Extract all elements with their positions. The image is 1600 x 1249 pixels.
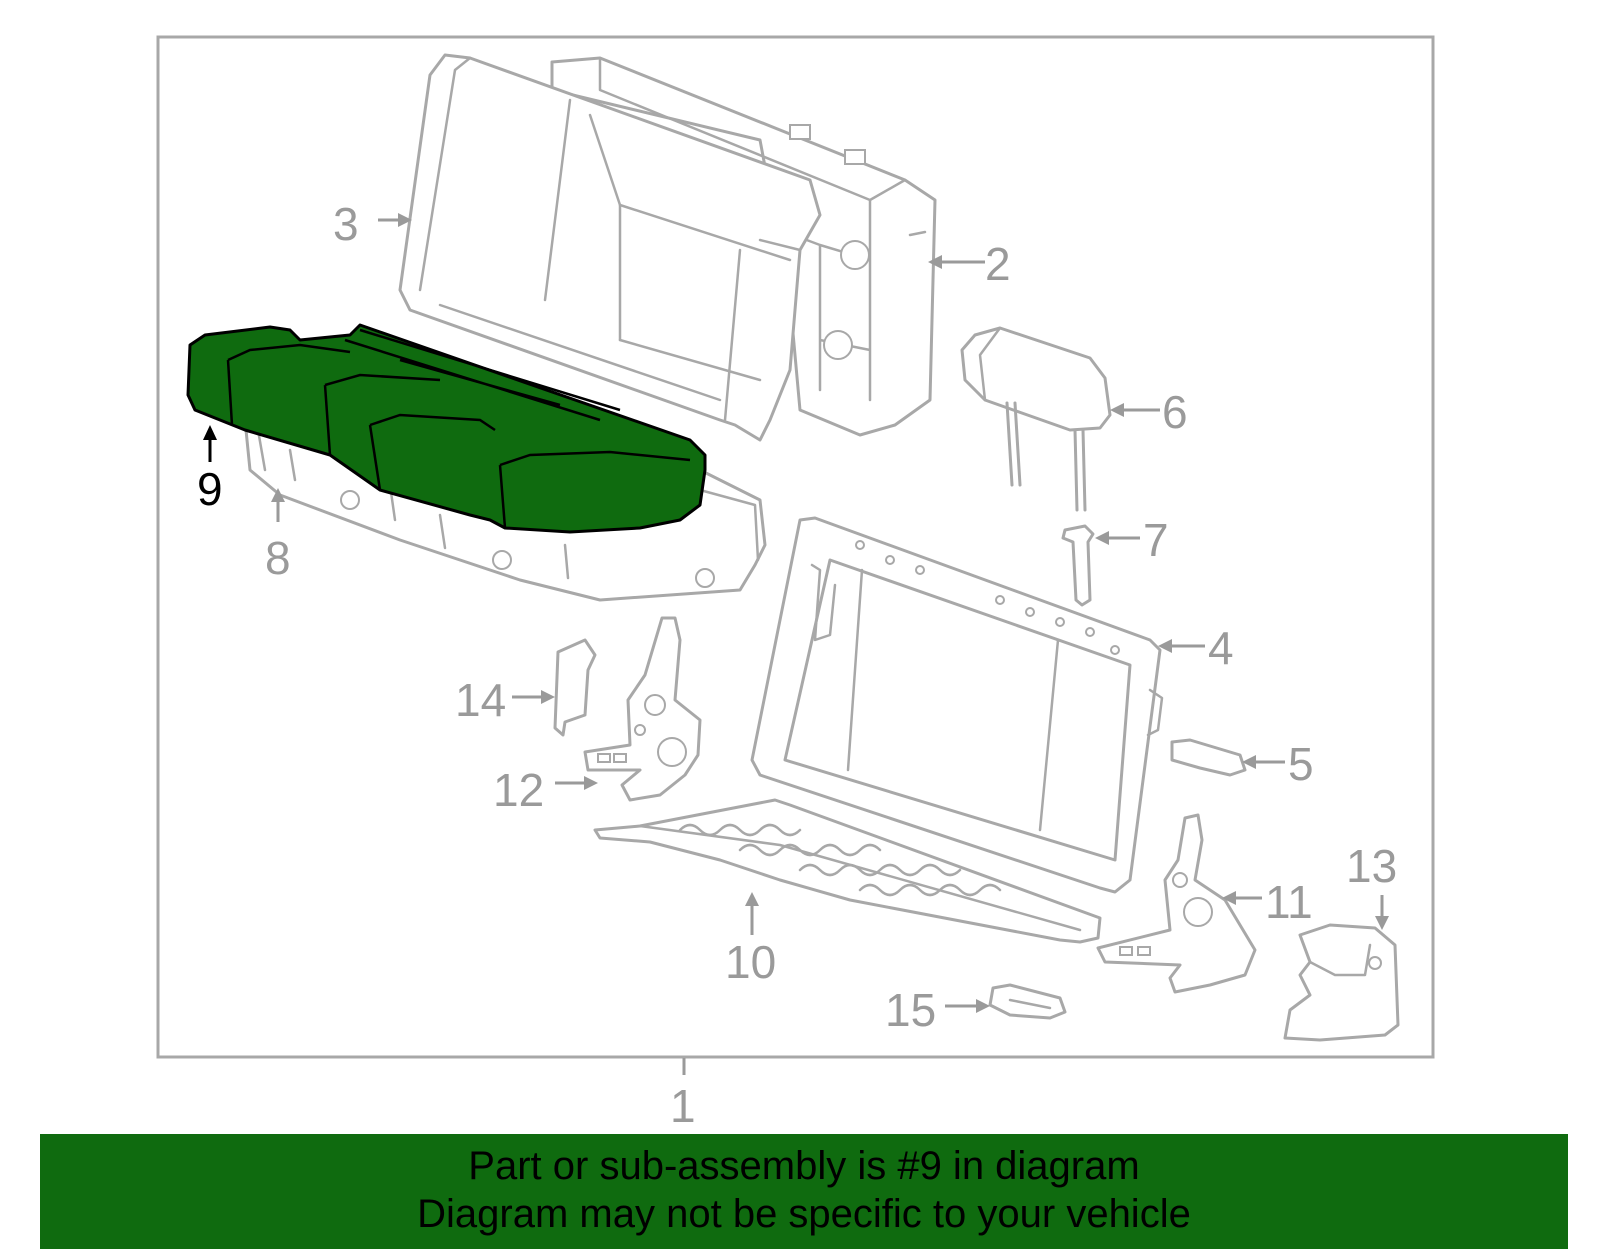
svg-text:5: 5 (1288, 738, 1314, 790)
part-6-headrest (960, 326, 1112, 512)
callout-11: 11 (1222, 876, 1313, 928)
info-banner: Part or sub-assembly is #9 in diagram Di… (40, 1134, 1568, 1249)
svg-text:13: 13 (1346, 840, 1397, 892)
part-5-bracket (1170, 738, 1247, 777)
callout-14: 14 (455, 674, 555, 726)
svg-text:10: 10 (725, 936, 776, 988)
callout-2: 2 (928, 238, 1011, 290)
callout-3: 3 (333, 198, 412, 250)
part-15-clip (988, 983, 1067, 1020)
callout-4: 4 (1158, 622, 1234, 674)
svg-text:8: 8 (265, 532, 291, 584)
svg-text:7: 7 (1143, 514, 1169, 566)
callout-7: 7 (1095, 514, 1169, 566)
svg-text:15: 15 (885, 984, 936, 1036)
callout-13: 13 (1346, 840, 1397, 930)
part-4-seat-back-panel-frame (750, 516, 1164, 894)
svg-text:2: 2 (985, 238, 1011, 290)
banner-line-part-info: Part or sub-assembly is #9 in diagram (468, 1144, 1140, 1188)
callout-12: 12 (493, 764, 598, 816)
svg-text:3: 3 (333, 198, 359, 250)
callout-8: 8 (265, 488, 291, 584)
part-12-hinge-bracket (583, 616, 702, 802)
svg-text:9: 9 (197, 463, 223, 515)
part-14-bracket (553, 638, 597, 737)
part-3-seat-back-cushion (398, 53, 822, 442)
part-13-side-cover (1283, 923, 1400, 1042)
part-9-seat-bottom-cushion-highlighted (186, 323, 707, 534)
callout-6: 6 (1110, 386, 1188, 438)
part-2-seat-back-frame (550, 56, 937, 437)
part-7-headrest-guide (1061, 524, 1095, 607)
callout-1: 1 (670, 1058, 696, 1132)
callout-10: 10 (725, 892, 776, 988)
part-11-hinge-bracket (1096, 813, 1257, 994)
diagram-frame (156, 35, 1435, 1059)
svg-text:1: 1 (670, 1080, 696, 1132)
callout-15: 15 (885, 984, 990, 1036)
svg-text:6: 6 (1162, 386, 1188, 438)
callout-9-highlighted: 9 (197, 425, 223, 515)
svg-text:14: 14 (455, 674, 506, 726)
part-10-seat-spring-base (593, 798, 1102, 944)
banner-line-disclaimer: Diagram may not be specific to your vehi… (417, 1192, 1191, 1236)
callout-5: 5 (1242, 738, 1314, 790)
svg-text:4: 4 (1208, 622, 1234, 674)
svg-text:11: 11 (1265, 876, 1313, 928)
svg-text:12: 12 (493, 764, 544, 816)
